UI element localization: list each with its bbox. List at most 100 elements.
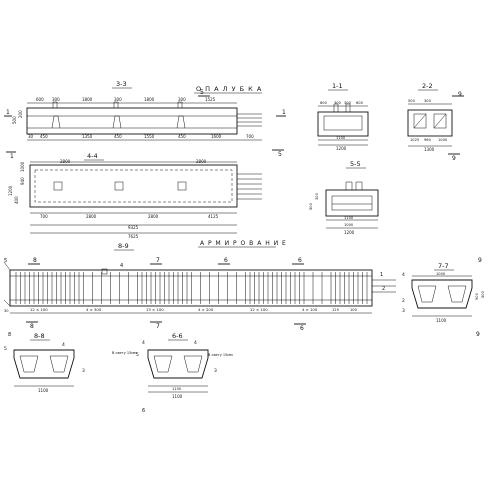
section-1-1: 1-1 600 300 300 600 1100 1200 bbox=[317, 82, 369, 151]
cut-mark-8-top: 8 bbox=[33, 257, 37, 264]
reinforcement-heading: А Р М И Р О В А Н И Е bbox=[200, 240, 287, 247]
dim-44-2800d: 2800 bbox=[148, 214, 159, 219]
dim-77-1100: 1100 bbox=[436, 318, 447, 323]
stirrups-group bbox=[15, 272, 368, 304]
section-8-8-title: 8-8 bbox=[34, 332, 45, 340]
dim-33-300b: 300 bbox=[114, 97, 122, 102]
cut-mark-8-88: 8 bbox=[8, 332, 11, 338]
dim-44-2800a: 2800 bbox=[60, 159, 71, 164]
dim-33-30: 30 bbox=[28, 134, 34, 139]
dim-33-1350: 1350 bbox=[82, 134, 93, 139]
dim-33-500: 500 bbox=[12, 116, 17, 124]
callout-4-66: 4 bbox=[142, 340, 145, 346]
cut-mark-8-bottom: 8 bbox=[30, 323, 34, 330]
note-66-left: В свету 15мм bbox=[112, 351, 137, 355]
cut-mark-7-top: 7 bbox=[156, 257, 160, 264]
section-8-9-title: 8-9 bbox=[118, 242, 129, 250]
callout-5-88: 5 bbox=[4, 346, 7, 352]
dim-55-500: 500 bbox=[309, 202, 313, 210]
section-5-5-title: 5-5 bbox=[350, 160, 361, 168]
dim-89-4x100: 4 × 100 bbox=[302, 307, 318, 312]
callout-5-66: 5 bbox=[136, 352, 139, 358]
dim-89-30: 30 bbox=[4, 309, 9, 313]
dim-89-13x100: 13 × 100 bbox=[146, 307, 164, 312]
section-2-2-title: 2-2 bbox=[422, 82, 433, 90]
dim-44-2800b: 2800 bbox=[196, 159, 207, 164]
dim-11-1100: 1100 bbox=[336, 136, 346, 140]
callout-4-77: 4 bbox=[402, 272, 405, 278]
cut-mark-9-bottom: 9 bbox=[452, 155, 456, 162]
dim-55-1200: 1200 bbox=[344, 230, 355, 235]
section-8-8: 8-8 1100 8 4 3 5 bbox=[4, 332, 85, 393]
dim-22-1300: 1300 bbox=[424, 147, 435, 152]
section-7-7-title: 7-7 bbox=[438, 262, 449, 270]
cut-mark-6-top: 6 bbox=[224, 257, 228, 264]
section-8-9: 8-9 30 12 × 100 4 × 300 13 × 100 4 × 200… bbox=[3, 242, 396, 332]
callout-3-88: 3 bbox=[82, 368, 85, 374]
dim-33-1800b: 1800 bbox=[144, 97, 155, 102]
dim-77-500: 500 bbox=[481, 290, 485, 298]
dim-44-4125: 4125 bbox=[208, 214, 219, 219]
dim-44-1000: 1000 bbox=[20, 161, 25, 172]
dim-77-900: 900 bbox=[475, 292, 479, 300]
dim-33-1525: 1525 bbox=[205, 97, 216, 102]
dim-89-4x300: 4 × 300 bbox=[86, 307, 102, 312]
dim-44-2800c: 2800 bbox=[86, 214, 97, 219]
dim-11-300a: 300 bbox=[334, 101, 342, 105]
callout-2-right: 2 bbox=[382, 286, 385, 292]
dim-77-1000: 1000 bbox=[436, 272, 446, 276]
callout-3-77: 3 bbox=[402, 308, 405, 314]
section-7-7: 7-7 1000 500 900 1100 9 9 4 2 3 bbox=[402, 257, 485, 338]
cut-mark-6-66: 6 bbox=[142, 408, 145, 414]
dim-55-300: 300 bbox=[315, 192, 319, 200]
callout-3-66: 3 bbox=[214, 368, 217, 374]
dim-22-960: 960 bbox=[424, 138, 432, 142]
section-6-6: 6-6 В свету 15мм В свету 15мм 1100 1100 … bbox=[112, 332, 233, 414]
section-3-3: 3-3 600 300 1800 300 1800 300 1525 30 45… bbox=[4, 80, 286, 160]
dim-33-450a: 450 bbox=[40, 134, 48, 139]
dim-22-300: 300 bbox=[424, 99, 432, 103]
dim-33-300c: 300 bbox=[178, 97, 186, 102]
dim-33-200: 200 bbox=[18, 110, 23, 118]
cut-mark-6-bottom: 6 bbox=[300, 325, 304, 332]
dim-33-1550: 1550 bbox=[144, 134, 155, 139]
dim-33-600: 600 bbox=[36, 97, 44, 102]
callout-4-88: 4 bbox=[62, 342, 65, 348]
dim-11-600: 600 bbox=[320, 101, 328, 105]
dim-66-1100a: 1100 bbox=[172, 387, 182, 391]
dim-44-7625: 7625 bbox=[128, 234, 139, 239]
dim-11-600b: 600 bbox=[356, 101, 364, 105]
section-4-4: 4-4 2800 2800 700 2800 2800 4125 9325 76… bbox=[8, 152, 262, 239]
cut-mark-1-left: 1 bbox=[6, 109, 10, 116]
section-6-6-title: 6-6 bbox=[172, 332, 183, 340]
dim-33-700: 700 bbox=[246, 134, 254, 139]
dim-88-1100: 1100 bbox=[38, 388, 49, 393]
cut-mark-1-right: 1 bbox=[282, 109, 286, 116]
cut-mark-9-77-top: 9 bbox=[478, 257, 482, 264]
cut-mark-7-bottom: 7 bbox=[156, 323, 160, 330]
dim-22-1000: 1000 bbox=[438, 138, 448, 142]
section-5-5: 5-5 500 300 1100 1000 1200 bbox=[309, 160, 379, 235]
dim-55-1100: 1100 bbox=[344, 216, 354, 220]
cut-mark-9-77-bottom: 9 bbox=[476, 331, 480, 338]
callout-5-left: 5 bbox=[4, 258, 7, 264]
callout-2-77: 2 bbox=[402, 298, 405, 304]
cut-mark-9-top: 9 bbox=[458, 91, 462, 98]
dim-44-400: 400 bbox=[14, 196, 19, 204]
dim-33-450b: 450 bbox=[114, 134, 122, 139]
cut-mark-5-bottom: 5 bbox=[278, 151, 282, 158]
dim-22-1025: 1025 bbox=[410, 138, 419, 142]
cut-mark-6-top-right: 6 bbox=[298, 257, 302, 264]
dim-66-1100b: 1100 bbox=[172, 394, 183, 399]
section-4-4-title: 4-4 bbox=[87, 152, 98, 160]
callout-4: 4 bbox=[120, 263, 123, 269]
dim-44-9325: 9325 bbox=[128, 225, 139, 230]
section-1-1-title: 1-1 bbox=[332, 82, 343, 90]
dim-44-700: 700 bbox=[40, 214, 48, 219]
dim-89-12x100b: 12 × 100 bbox=[250, 307, 268, 312]
dim-89-4x200: 4 × 200 bbox=[198, 307, 214, 312]
dim-11-300b: 300 bbox=[344, 101, 352, 105]
dim-44-1200: 1200 bbox=[8, 185, 13, 196]
dim-33-450c: 450 bbox=[178, 134, 186, 139]
